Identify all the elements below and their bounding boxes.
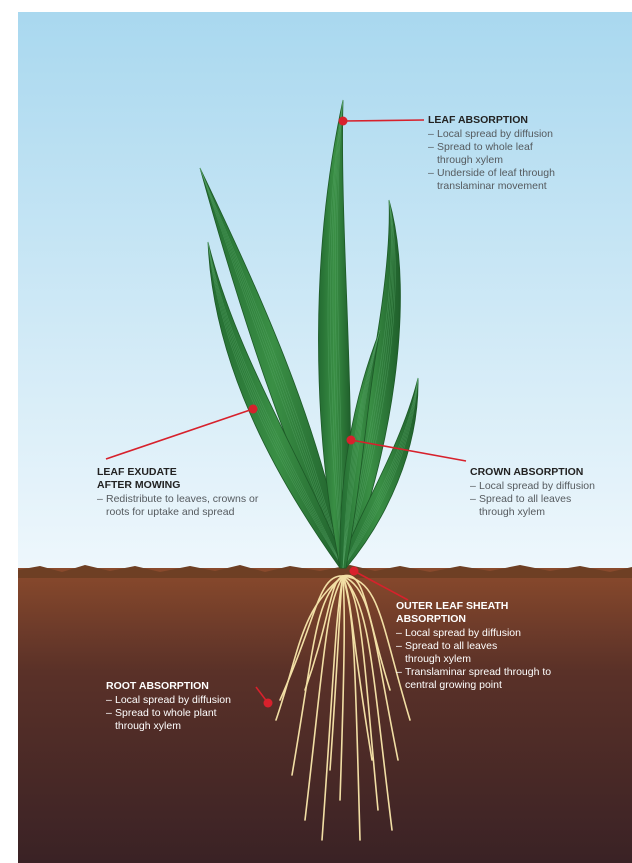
marker-leaf-exudate — [249, 405, 258, 414]
label-item: –Local spread by diffusion — [106, 694, 266, 707]
label-crown-absorption: CROWN ABSORPTION –Local spread by diffus… — [470, 466, 620, 519]
label-item: –Local spread by diffusion — [470, 480, 620, 493]
marker-crown-absorption — [347, 436, 356, 445]
label-leaf-exudate-title: LEAF EXUDATE AFTER MOWING — [97, 466, 207, 492]
label-item: –Local spread by diffusion — [396, 627, 581, 640]
label-leaf-absorption: LEAF ABSORPTION –Local spread by diffusi… — [428, 114, 608, 193]
label-outer-leaf-sheath-title: OUTER LEAF SHEATH ABSORPTION — [396, 600, 531, 626]
label-item: –Translaminar spread through to central … — [396, 666, 581, 692]
label-item: –Spread to whole plant through xylem — [106, 707, 225, 733]
label-item: –Spread to all leaves through xylem — [470, 493, 579, 519]
label-item: –Spread to whole leaf through xylem — [428, 141, 557, 167]
marker-outer-leaf-sheath — [350, 567, 359, 576]
marker-leaf-absorption — [339, 117, 348, 126]
label-leaf-absorption-title: LEAF ABSORPTION — [428, 114, 608, 127]
label-item: –Underside of leaf through translaminar … — [428, 167, 587, 193]
label-item: –Spread to all leaves through xylem — [396, 640, 500, 666]
label-item: –Local spread by diffusion — [428, 128, 608, 141]
label-outer-leaf-sheath: OUTER LEAF SHEATH ABSORPTION –Local spre… — [396, 600, 581, 692]
label-root-absorption: ROOT ABSORPTION –Local spread by diffusi… — [106, 680, 266, 733]
label-leaf-exudate: LEAF EXUDATE AFTER MOWING –Redistribute … — [97, 466, 267, 519]
label-crown-absorption-title: CROWN ABSORPTION — [470, 466, 620, 479]
label-item: –Redistribute to leaves, crowns or roots… — [97, 493, 276, 519]
label-root-absorption-title: ROOT ABSORPTION — [106, 680, 266, 693]
